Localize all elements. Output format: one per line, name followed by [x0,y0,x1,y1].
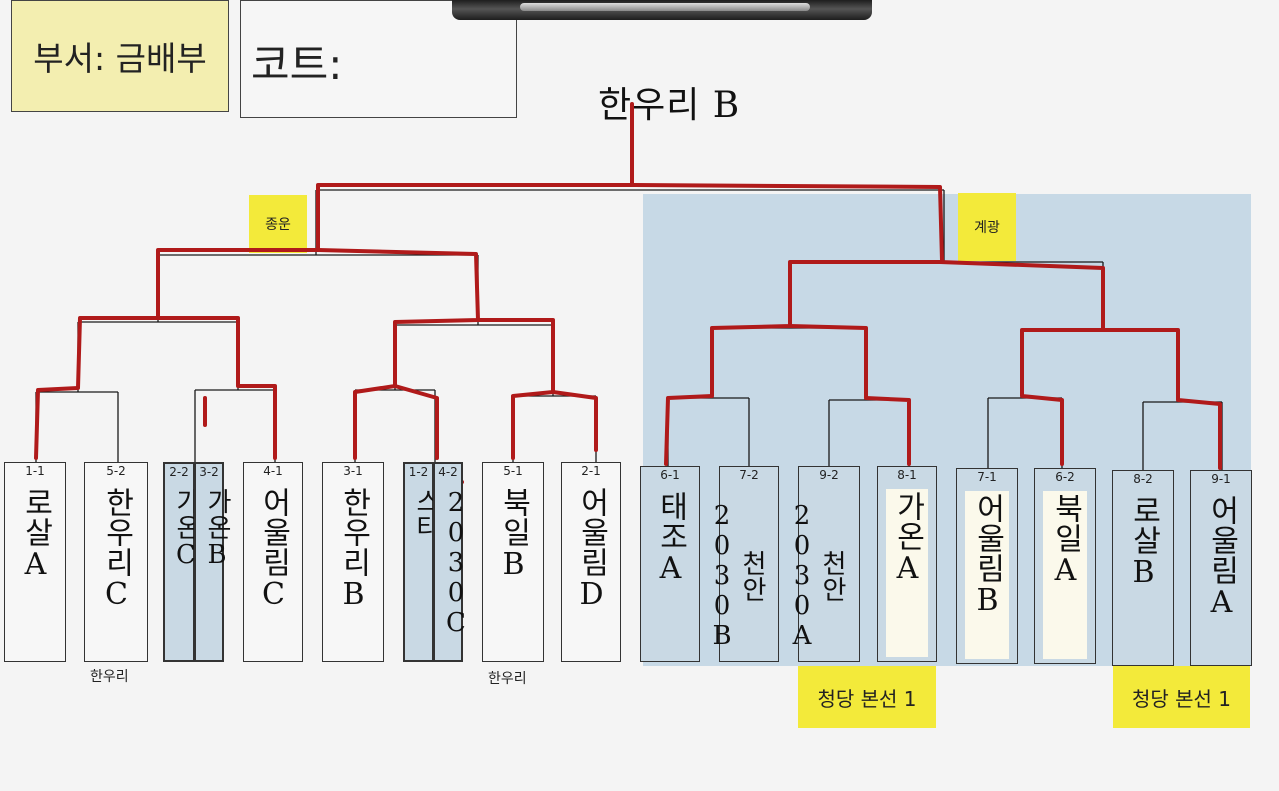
clip-bar [520,3,810,11]
left-semi-winner-label: 종운 [249,195,307,253]
team-seed: 5-1 [503,464,523,478]
department-label: 부서: 금배부 [33,39,207,78]
team-seed: 4-1 [263,464,283,478]
team-seed: 9-1 [1211,472,1231,486]
team-seed: 6-2 [1055,470,1075,484]
team-seed: 2-2 [169,465,189,479]
team-box: 4-2 2030C [433,462,471,662]
team-box: 5-2 한우리C [84,462,148,662]
team-box: 2-1 어울림D [561,462,621,662]
team-box: 4-1 어울림C [243,462,303,662]
under-note: 한우리 [488,671,527,687]
correction-tape [1043,491,1087,659]
team-seed: 6-1 [660,468,680,482]
team-box: 3-1 한우리B [322,462,384,662]
right-semi-winner-label: 계광 [958,193,1016,261]
round-tag: 청당 본선 1 [1113,666,1250,728]
team-name: 천안2030B [707,501,767,651]
team-name: 로살A [18,487,53,582]
team-seed: 5-2 [106,464,126,478]
team-seed: 3-2 [199,465,219,479]
team-box: 7-1 어울림B [956,468,1018,664]
under-note: 한우리 [90,669,129,685]
team-box: 7-2 천안2030B [707,466,779,662]
team-seed: 7-2 [739,468,759,482]
team-seed: 1-1 [25,464,45,478]
team-box: 9-2 천안2030A [787,466,860,662]
team-box: 9-1 어울림A [1190,470,1252,666]
team-box: 6-2 북일A [1034,468,1096,664]
team-name: 북일B [496,487,531,582]
team-name: 어울림D [574,487,609,612]
team-box: 2-2 가온C [163,462,201,662]
team-seed: 2-1 [581,464,601,478]
team-box: 8-2 로살B [1112,470,1174,666]
team-seed: 7-1 [977,470,997,484]
correction-tape [886,489,928,657]
court-label: 코트: [251,40,343,89]
tournament-winner: 한우리 B [598,85,741,126]
team-name: 어울림A [1204,495,1239,620]
team-name: 한우리B [336,487,371,612]
team-seed: 8-2 [1133,472,1153,486]
team-box: 6-1 태조A [640,466,700,662]
team-box: 8-1 가온A [877,466,937,662]
team-seed: 8-1 [897,468,917,482]
team-name: 천안2030A [787,501,847,651]
team-name: 가온B [202,488,232,570]
team-name: 2030C [441,488,471,638]
team-box: 5-1 북일B [482,462,544,662]
department-box: 부서: 금배부 [11,0,229,112]
team-seed: 4-2 [438,465,458,479]
team-name: 로살B [1126,495,1161,590]
correction-tape [965,491,1009,659]
team-name: 어울림C [256,487,291,612]
team-seed: 3-1 [343,464,363,478]
team-box: 1-1 로살A [4,462,66,662]
team-box: 3-2 가온B [194,462,232,662]
team-name: 북일A [1048,493,1083,588]
team-seed: 9-2 [819,468,839,482]
round-tag: 청당 본선 1 [798,666,936,728]
team-name: 어울림B [970,493,1005,618]
team-name: 한우리C [99,487,134,612]
team-seed: 1-2 [408,465,429,479]
team-box: 1-2 스타 [403,462,441,662]
team-name: 가온A [890,491,925,586]
team-name: 태조A [653,491,688,586]
